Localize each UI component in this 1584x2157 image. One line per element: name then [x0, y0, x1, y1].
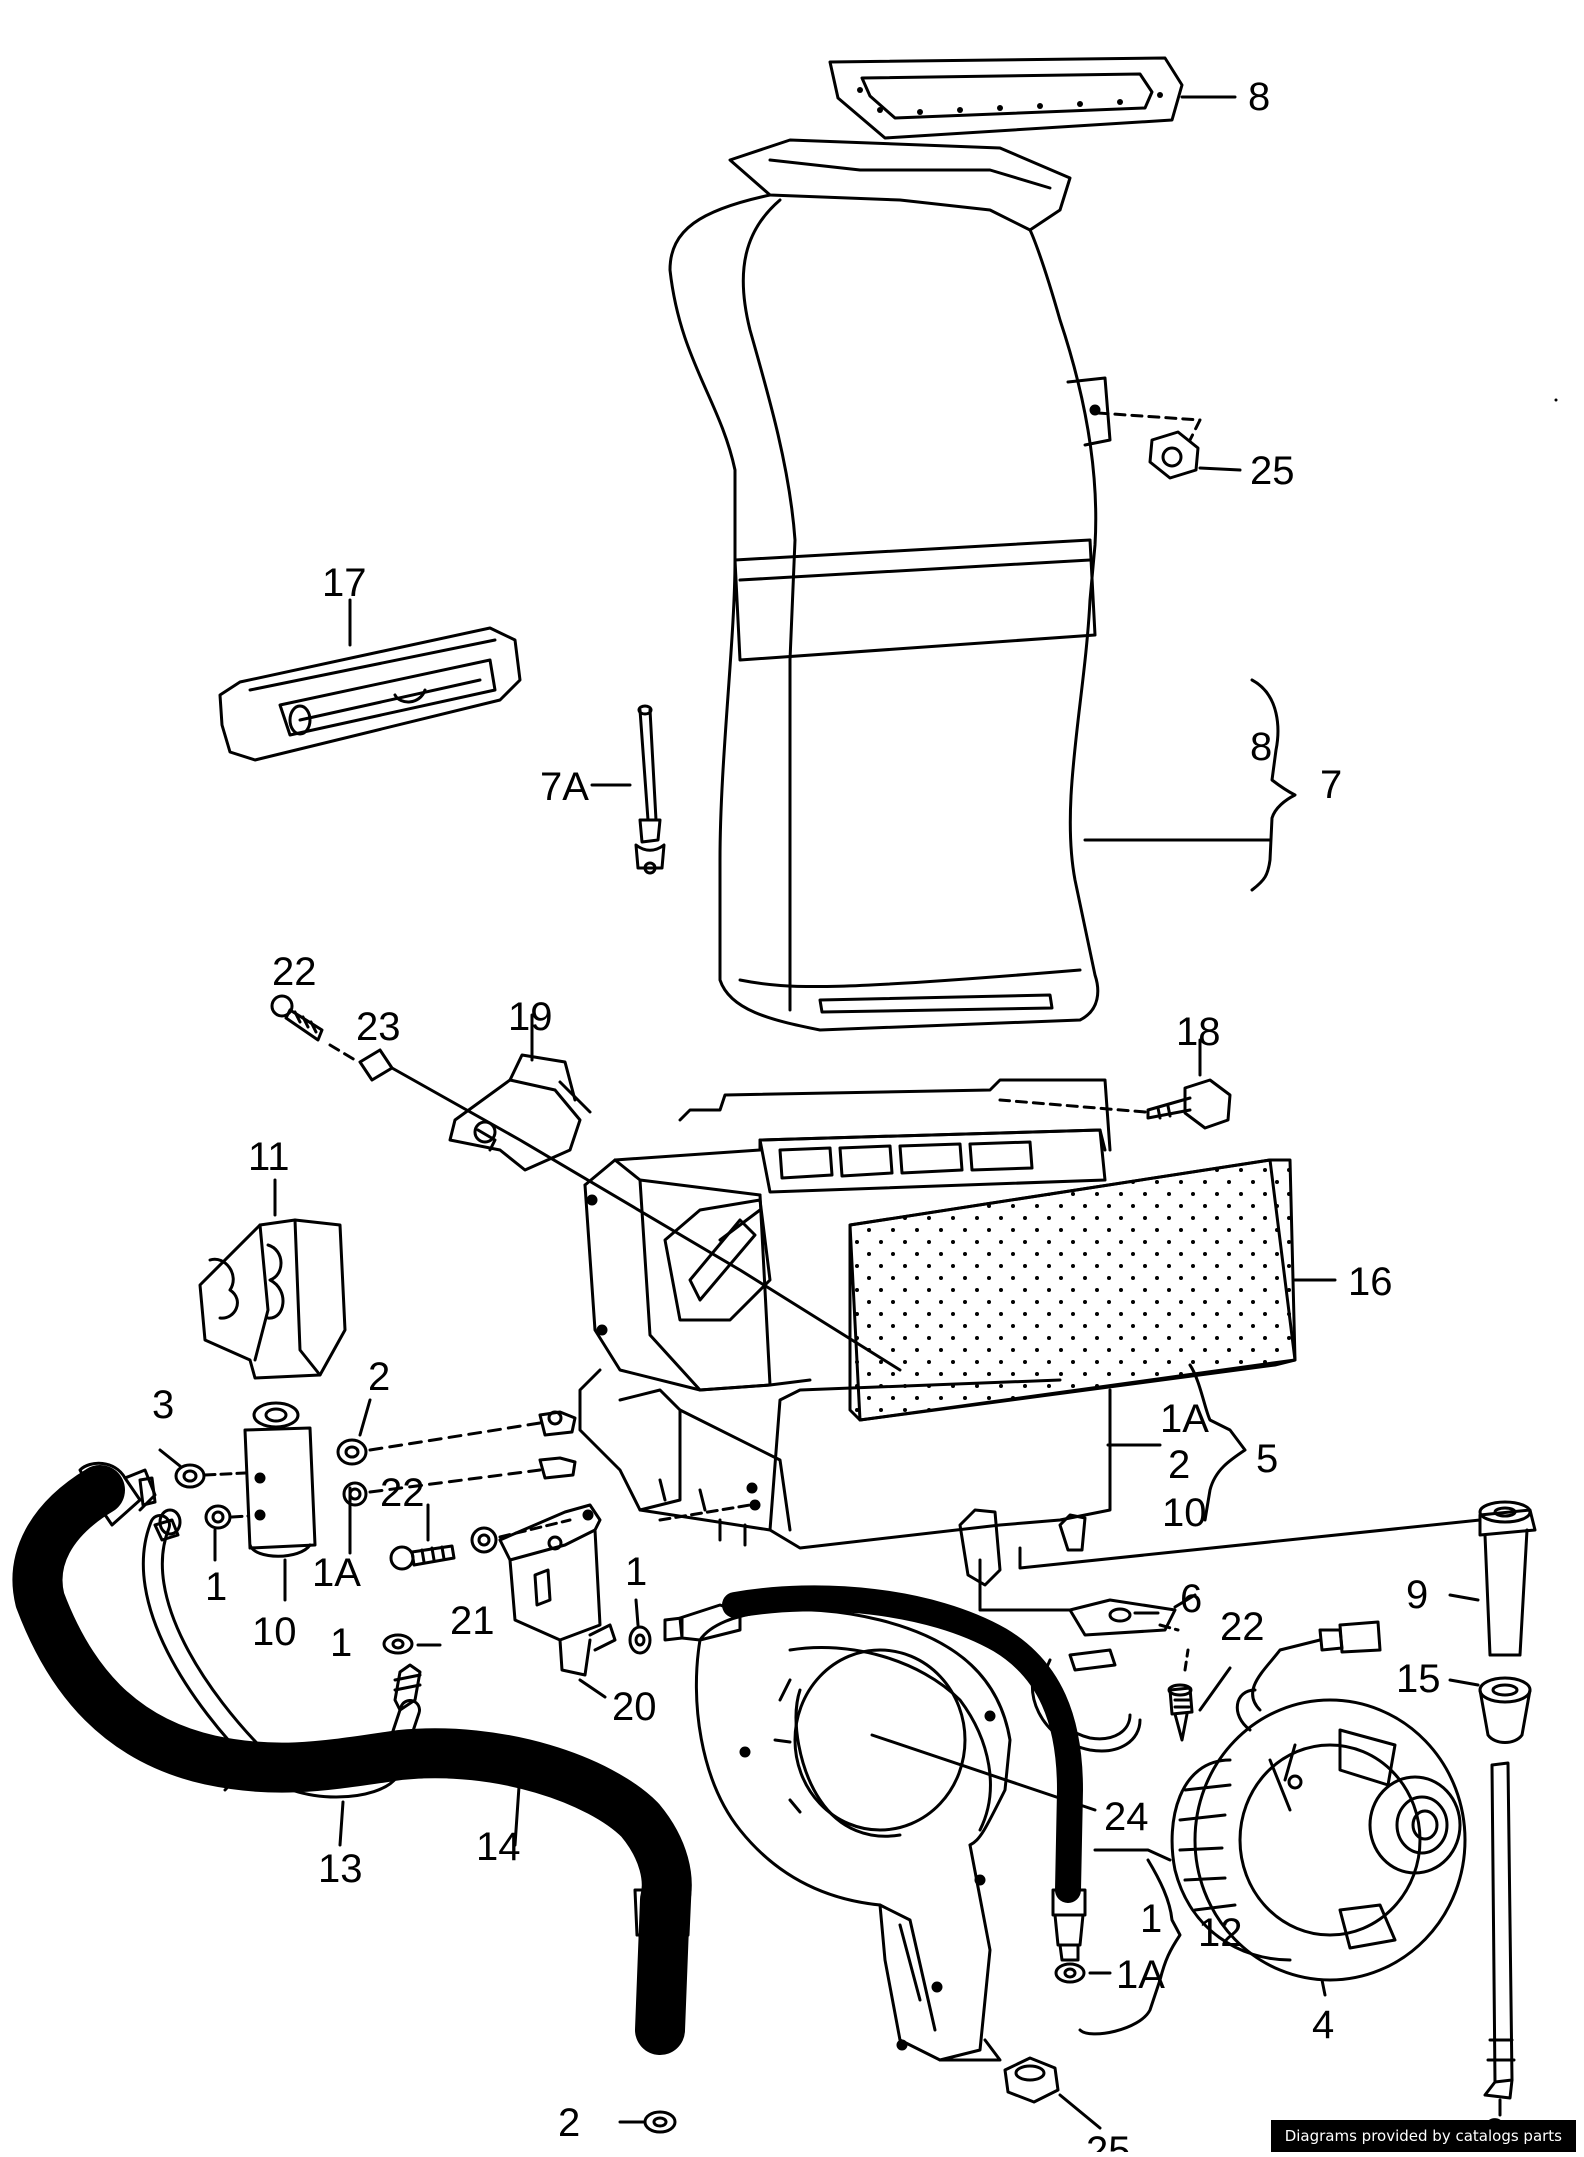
nut-part-25-bottom — [1003, 2056, 1102, 2130]
switch-part-20 — [498, 1503, 617, 1699]
callout-1-left: 1 — [205, 1565, 227, 1609]
module-part-19 — [448, 1013, 592, 1172]
callout-8-top: 8 — [1248, 75, 1270, 119]
callout-13: 13 — [318, 1847, 363, 1891]
callout-24: 24 — [1104, 1795, 1149, 1839]
screw-part-22-middle — [389, 1503, 456, 1571]
callout-23: 23 — [356, 1005, 401, 1049]
callout-5: 5 — [1256, 1437, 1278, 1481]
callout-16: 16 — [1348, 1260, 1393, 1304]
callout-3: 3 — [152, 1383, 174, 1427]
callout-18: 18 — [1176, 1010, 1221, 1054]
speck — [1554, 398, 1558, 402]
clip-part-23 — [358, 1048, 902, 1372]
bracket-brace-8-7 — [1083, 678, 1297, 892]
callout-10-right: 10 — [1162, 1491, 1207, 1535]
callout-17: 17 — [322, 561, 367, 605]
vent-part-17 — [218, 598, 522, 762]
callout-1a-left: 1A — [312, 1551, 361, 1595]
credit-badge: Diagrams provided by catalogs parts — [1270, 2120, 1576, 2152]
callout-8-mid: 8 — [1250, 725, 1272, 769]
washers-and-orings — [174, 1421, 1086, 2134]
filter-part-16 — [848, 1158, 1337, 1422]
blower-motor-part-4 — [1170, 1620, 1467, 1997]
callout-9-top: 9 — [1406, 1573, 1428, 1617]
callout-11: 11 — [248, 1135, 290, 1179]
strap-clamp — [1030, 1648, 1142, 1753]
callout-25-top: 25 — [1250, 449, 1295, 493]
expansion-valve-part-10 — [243, 1401, 317, 1602]
callout-2-right: 2 — [1168, 1443, 1190, 1487]
callout-10-left: 10 — [252, 1610, 297, 1654]
callout-19: 19 — [508, 995, 553, 1039]
callout-14: 14 — [476, 1825, 521, 1869]
callout-21: 21 — [450, 1599, 495, 1643]
callout-7a: 7A — [540, 765, 589, 809]
plate-part-6 — [978, 1518, 1482, 1637]
gasket-part-8 — [828, 56, 1237, 140]
screw-part-18 — [998, 1038, 1232, 1130]
air-duct — [668, 138, 1202, 1032]
callout-22-right: 22 — [1220, 1605, 1265, 1649]
callout-1-bottom: 1 — [1140, 1897, 1162, 1941]
callout-1a-right: 1A — [1160, 1397, 1209, 1441]
callout-7: 7 — [1320, 763, 1342, 807]
callout-20: 20 — [612, 1685, 657, 1729]
callout-1-mid: 1 — [625, 1550, 647, 1594]
hose-part-12 — [663, 1585, 1172, 1962]
tube-part-9 — [1478, 1500, 1537, 1657]
callout-4: 4 — [1312, 2003, 1334, 2047]
grommet-part-15 — [1448, 1676, 1532, 1744]
screw-part-22-top — [270, 994, 357, 1062]
bracket-brace-12 — [1078, 1858, 1182, 2036]
blower-housing-part-24 — [694, 1608, 1097, 2062]
callout-6: 6 — [1180, 1577, 1202, 1621]
bracket-brace-5 — [1106, 1363, 1247, 1522]
callout-22-top: 22 — [272, 950, 317, 994]
hose-part-14 — [12, 1461, 692, 2055]
leader-lines — [158, 1398, 1480, 2124]
callout-15: 15 — [1396, 1657, 1441, 1701]
part-11 — [198, 1178, 347, 1380]
callout-labels: 8 25 17 8 7 7A 22 23 19 18 11 16 3 2 1A … — [152, 75, 1506, 2157]
callout-25-bottom: 25 — [1086, 2129, 1131, 2152]
screw-part-22-right — [1167, 1648, 1232, 1742]
callout-12: 12 — [1198, 1911, 1243, 1955]
callout-22-mid: 22 — [380, 1471, 425, 1515]
heater-box — [538, 1078, 1112, 1587]
rod-part-7a — [590, 704, 666, 875]
nut-part-25-top — [1148, 430, 1242, 480]
callout-1-lower: 1 — [330, 1621, 352, 1665]
callout-2-a: 2 — [368, 1355, 390, 1399]
tube-part-9-lower — [1483, 1761, 1516, 2117]
callout-2-bottom: 2 — [558, 2101, 580, 2145]
